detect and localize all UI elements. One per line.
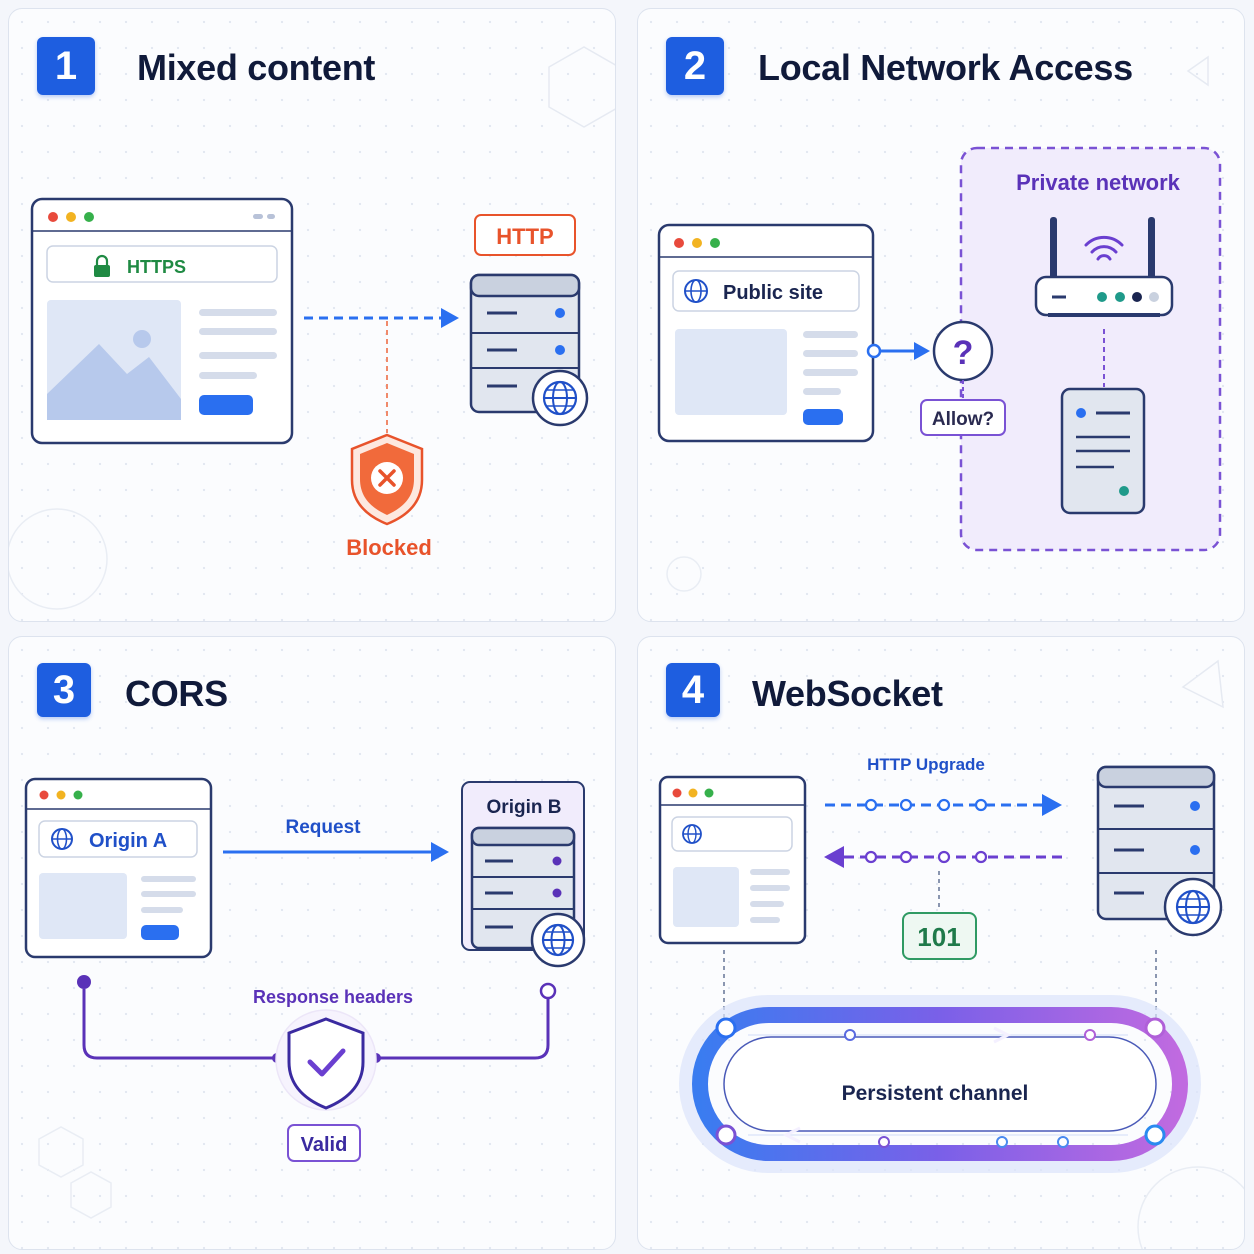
panel-number: 2 <box>666 37 724 95</box>
server-icon <box>470 826 576 950</box>
browser-window: Origin A <box>24 777 213 959</box>
globe-icon <box>1163 877 1223 937</box>
decorative-circle <box>1137 1166 1244 1249</box>
request-label: Request <box>286 817 362 838</box>
globe-icon <box>682 824 702 844</box>
globe-icon <box>530 912 586 968</box>
panel-number: 1 <box>37 37 95 95</box>
response-headers-label: Response headers <box>253 987 413 1007</box>
question-mark: ? <box>953 334 974 372</box>
decorative-circle <box>666 556 702 592</box>
browser-window: HTTPS <box>30 197 294 445</box>
globe-icon <box>51 828 73 850</box>
valid-badge: Valid <box>287 1124 361 1162</box>
http-label: HTTP <box>496 224 553 249</box>
private-network-label: Private network <box>1016 170 1181 195</box>
browser-window <box>658 775 807 945</box>
allow-label: Allow? <box>932 409 994 430</box>
request-arrow <box>866 342 930 360</box>
persistent-channel-label: Persistent channel <box>842 1082 1029 1105</box>
shield-check-icon <box>275 1009 377 1111</box>
public-site-label: Public site <box>723 282 823 304</box>
decorative-circle <box>9 508 108 610</box>
request-arrow: Request <box>223 817 449 862</box>
panel-websocket: 4 WebSocket <box>637 636 1245 1250</box>
decorative-hexagon <box>38 1126 84 1178</box>
https-label: HTTPS <box>127 257 186 277</box>
panel-title: WebSocket <box>752 673 943 714</box>
decorative-triangle <box>1181 659 1224 709</box>
lock-icon <box>94 254 110 277</box>
panel-title: CORS <box>125 673 228 714</box>
globe-icon <box>684 279 708 303</box>
wifi-icon <box>1084 235 1124 261</box>
shield-x-icon <box>350 433 424 526</box>
http-upgrade-label: HTTP Upgrade <box>867 755 985 774</box>
decorative-triangle <box>1186 55 1209 87</box>
browser-window: Public site <box>657 223 875 443</box>
panel-title: Mixed content <box>137 47 376 88</box>
valid-label: Valid <box>301 1134 348 1156</box>
decorative-cube <box>548 46 615 128</box>
persistent-channel-loop: Persistent channel <box>679 995 1201 1173</box>
blocked-request-arrow <box>304 308 459 433</box>
permission-prompt: ? Allow? <box>920 320 1006 436</box>
decorative-hexagon <box>70 1171 112 1219</box>
panel-cors: 3 CORS Origin A Request <box>8 636 616 1250</box>
panel-local-network-access: 2 Local Network Access Private network P… <box>637 8 1245 622</box>
origin-b-label: Origin B <box>487 797 562 818</box>
server-icon <box>1060 387 1146 515</box>
panel-number: 3 <box>37 663 91 717</box>
status-101-badge: 101 <box>902 912 977 960</box>
http-upgrade-arrows: HTTP Upgrade <box>824 755 1062 911</box>
router-icon <box>1034 217 1174 317</box>
panel-title: Local Network Access <box>758 47 1133 88</box>
status-code-label: 101 <box>917 922 960 952</box>
panel-number: 4 <box>666 663 720 717</box>
globe-icon <box>531 369 589 427</box>
panel-mixed-content: 1 Mixed content HTTPS <box>8 8 616 622</box>
origin-a-label: Origin A <box>89 830 167 852</box>
http-badge: HTTP <box>474 214 576 256</box>
blocked-label: Blocked <box>346 535 432 560</box>
image-placeholder-icon <box>47 300 181 420</box>
private-network-zone: Private network <box>959 146 1222 552</box>
